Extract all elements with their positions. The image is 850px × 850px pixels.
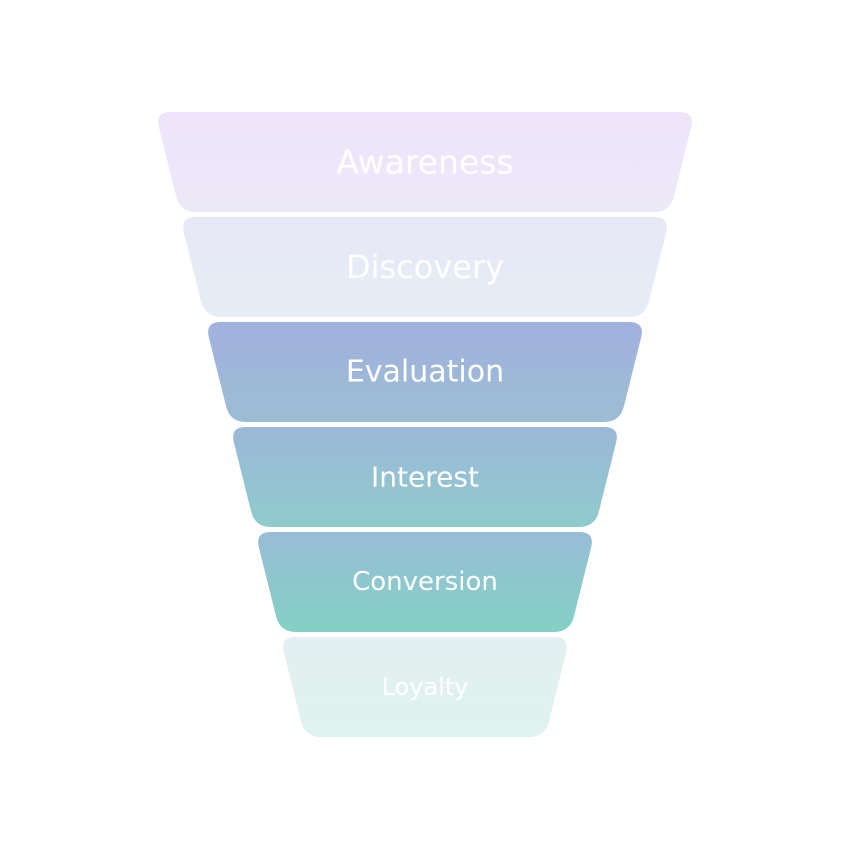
funnel-segment-interest xyxy=(233,427,617,527)
funnel-stage-discovery: Discovery xyxy=(183,217,667,317)
stage-label-evaluation: Evaluation xyxy=(346,355,504,390)
stage-label-conversion: Conversion xyxy=(352,567,498,597)
funnel-stage-interest: Interest xyxy=(233,427,617,527)
funnel-segment-evaluation xyxy=(208,322,642,422)
funnel-segment-discovery xyxy=(183,217,667,317)
stage-label-loyalty: Loyalty xyxy=(382,673,469,701)
funnel-stage-awareness: Awareness xyxy=(158,112,692,212)
stage-label-discovery: Discovery xyxy=(346,248,504,286)
funnel-segment-awareness xyxy=(158,112,692,212)
stage-label-awareness: Awareness xyxy=(336,143,513,182)
funnel-segment-loyalty xyxy=(283,637,567,737)
stage-label-interest: Interest xyxy=(371,461,479,494)
funnel-stage-conversion: Conversion xyxy=(258,532,592,632)
funnel-stage-loyalty: Loyalty xyxy=(283,637,567,737)
funnel-segment-conversion xyxy=(258,532,592,632)
funnel-stage-evaluation: Evaluation xyxy=(208,322,642,422)
